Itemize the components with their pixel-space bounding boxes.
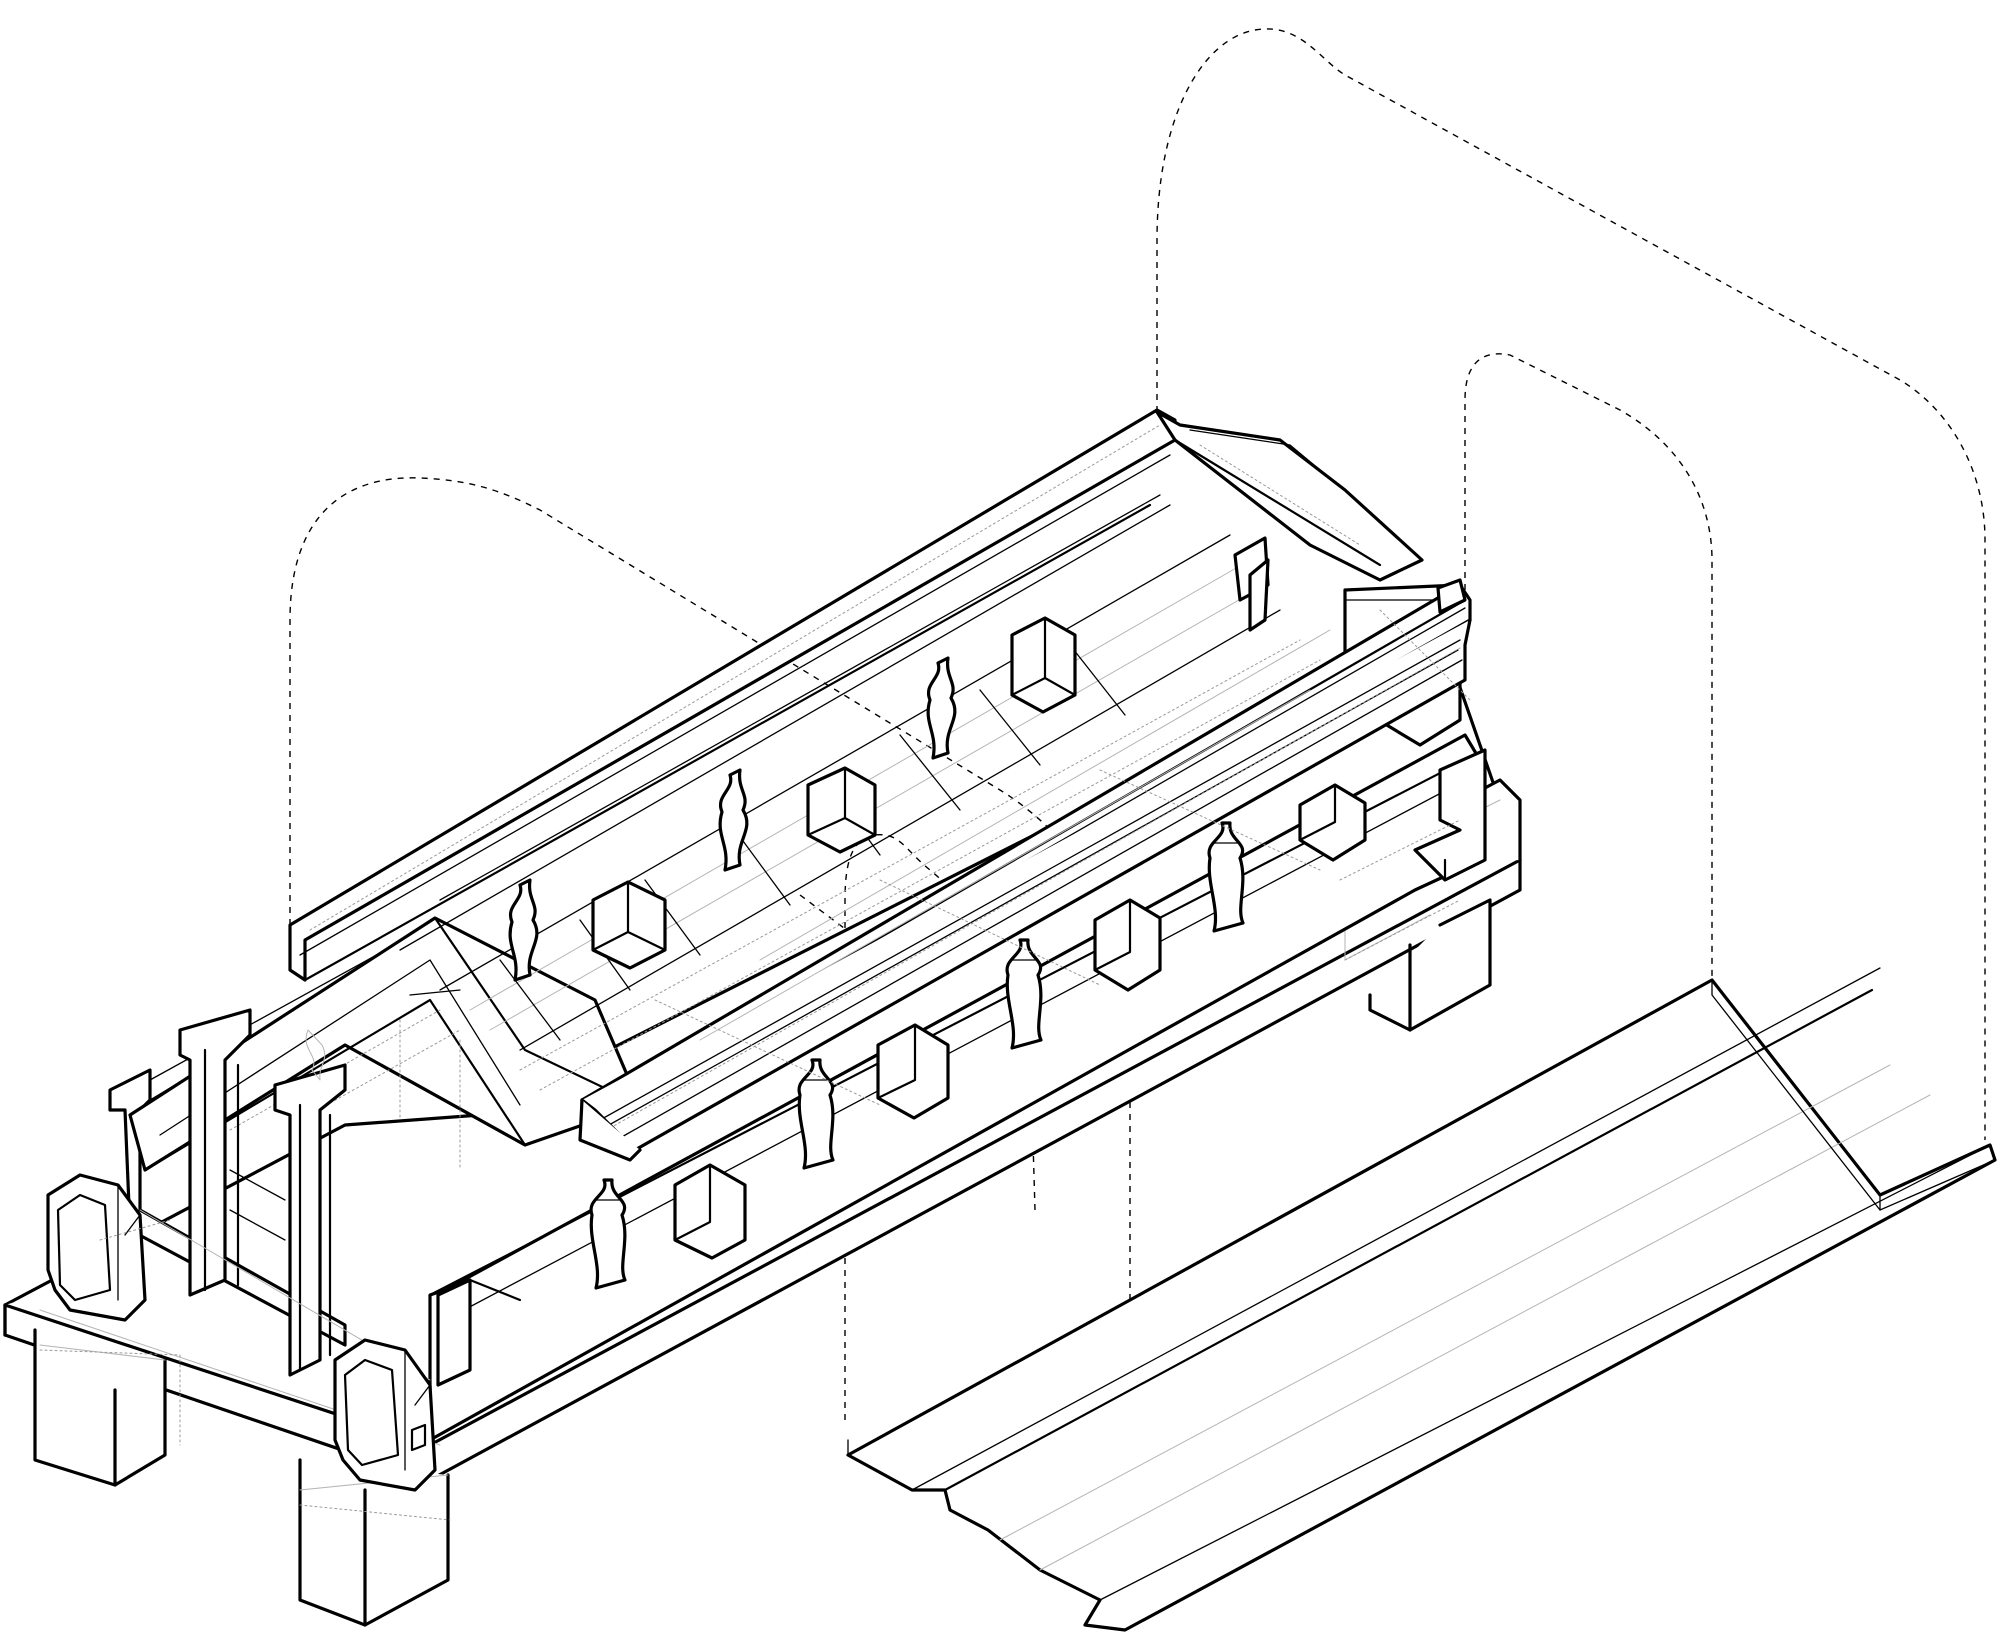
corner-urns — [46, 1173, 437, 1492]
roof-vault-outline — [1156, 28, 1986, 1140]
balusters — [305, 656, 1245, 1290]
inner-vault-outline — [1464, 353, 1713, 985]
floor-channel — [846, 967, 1997, 1632]
portico — [139, 1008, 431, 1381]
hidden-lines — [39, 609, 1471, 1521]
pilaster-blocks — [436, 536, 1367, 1387]
